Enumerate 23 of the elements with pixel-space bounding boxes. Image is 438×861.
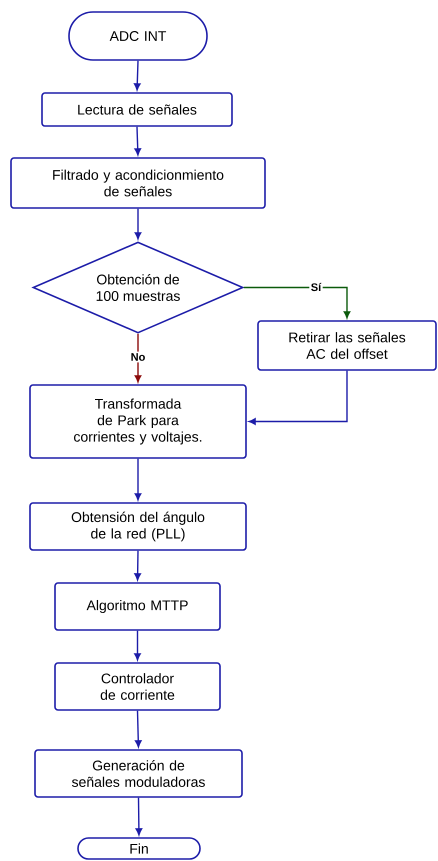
process-box: Controlador de corriente bbox=[54, 662, 221, 711]
process-box: Generación de señales moduladoras bbox=[34, 749, 243, 798]
process-box: Retirar las señales AC del offset bbox=[257, 320, 437, 371]
end-terminal: Fin bbox=[77, 837, 201, 860]
process-box: Obtensión del ángulo de la red (PLL) bbox=[29, 502, 247, 551]
start-terminal: ADC INT bbox=[68, 11, 208, 61]
arrow bbox=[134, 334, 142, 382]
process-box: Lectura de señales bbox=[41, 92, 233, 127]
edge-label: Sí bbox=[309, 281, 323, 293]
process-box: Transformada de Park para corrientes y voltajes. bbox=[29, 384, 247, 459]
process-box: Algoritmo MTTP bbox=[54, 582, 221, 631]
arrow bbox=[248, 370, 348, 425]
arrow bbox=[134, 630, 141, 660]
arrow bbox=[134, 208, 142, 240]
arrow bbox=[134, 126, 142, 156]
arrow bbox=[134, 550, 141, 580]
arrow bbox=[134, 710, 142, 748]
process-box: Filtrado y acondicionmiento de señales bbox=[10, 157, 266, 209]
arrow bbox=[244, 286, 350, 318]
arrow bbox=[134, 60, 141, 90]
edge-label: No bbox=[129, 352, 147, 362]
arrow bbox=[136, 798, 142, 836]
arrow bbox=[134, 458, 142, 500]
